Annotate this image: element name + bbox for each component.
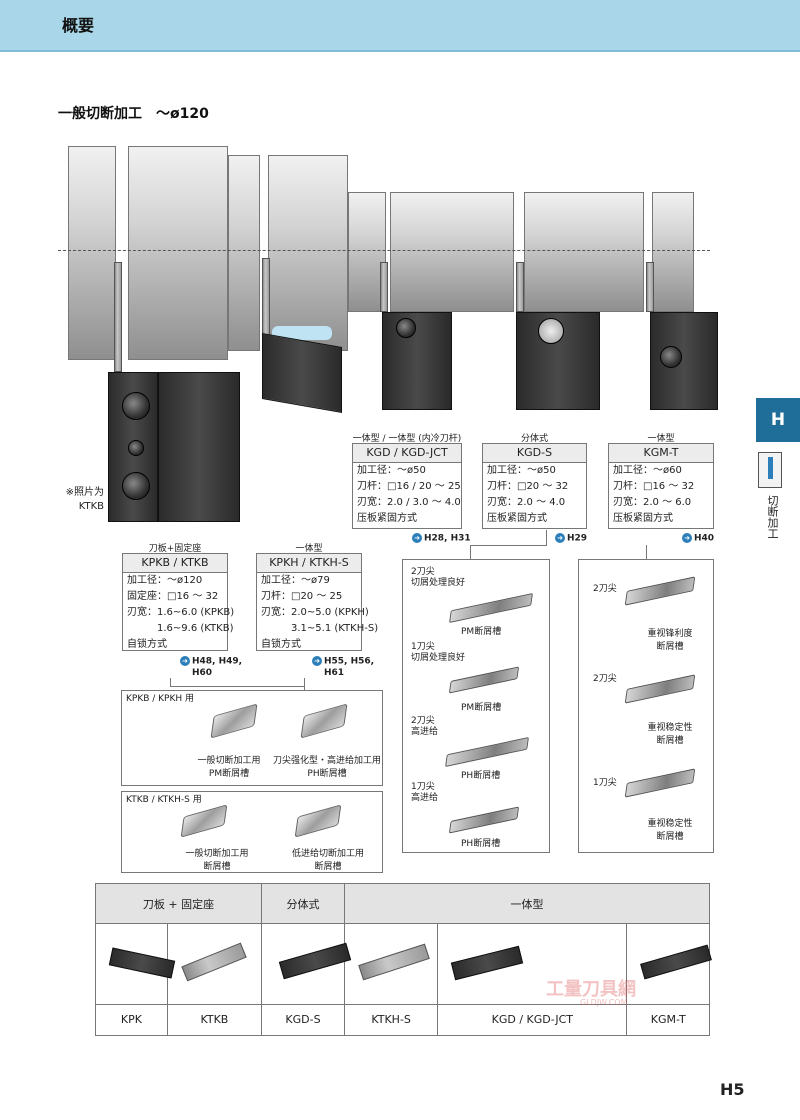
arrow-icon: ➜	[682, 533, 692, 543]
kgmt-type-label: 一体型	[647, 434, 675, 444]
kgd-type-label: 一体型 / 一体型 (内冷刀杆)	[352, 434, 462, 444]
kgmt-spec-box: KGM-T 加工径：～ø60 刀杆：□16 ～ 32 刃宽：2.0 ～ 6.0 …	[608, 443, 714, 529]
tool-name: KTKB	[166, 1004, 262, 1036]
kpkb-title: KPKB / KTKB	[123, 554, 227, 573]
kgmt-title: KGM-T	[609, 444, 713, 463]
insert-image	[448, 806, 520, 834]
kgd-title: KGD / KGD-JCT	[353, 444, 461, 463]
insert-image	[624, 674, 696, 704]
table-header: 分体式	[260, 883, 346, 924]
tool-image-kgds	[262, 924, 352, 1004]
watermark-url: GLDJW.COM	[580, 998, 628, 1007]
cut-off-icon	[758, 452, 782, 488]
arrow-icon: ➜	[312, 656, 322, 666]
arrow-icon: ➜	[555, 533, 565, 543]
arrow-icon: ➜	[180, 656, 190, 666]
kgds-title: KGD-S	[483, 444, 586, 463]
kpkh-type-label: 一体型	[295, 544, 323, 554]
tool-name: KGD-S	[260, 1004, 346, 1036]
kgds-spec-box: KGD-S 加工径：～ø50 刀杆：□20 ～ 32 刃宽：2.0 ～ 4.0 …	[482, 443, 587, 529]
kgd-page-ref[interactable]: ➜H28, H31	[412, 533, 471, 545]
kpkb-page-ref[interactable]: ➜H48, H49, H60	[180, 656, 242, 679]
tool-name: KPK	[95, 1004, 168, 1036]
section-tab-h[interactable]: H	[756, 398, 800, 442]
tool-name: KTKH-S	[344, 1004, 439, 1036]
page-number: H5	[720, 1080, 745, 1099]
tool-type-table: 刀板 + 固定座 分体式 一体型 KPK KTKB KGD-S KTKH-S K…	[95, 883, 713, 1036]
kpkb-type-label: 刀板+固定座	[148, 544, 202, 554]
kpkh-title: KPKH / KTKH-S	[257, 554, 361, 573]
kgds-page-ref[interactable]: ➜H29	[555, 533, 587, 545]
insert-image	[210, 703, 258, 739]
tool-image-kgmt	[627, 924, 713, 1004]
page-title: 概要	[62, 16, 95, 35]
kgmt-page-ref[interactable]: ➜H40	[682, 533, 714, 545]
ktkb-insert-panel: KTKB / KTKH-S 用 一般切断加工用 断屑槽 低进给切断加工用 断屑槽	[121, 791, 383, 873]
insert-image	[624, 768, 696, 798]
section-title: 一般切断加工 ～ø120	[58, 106, 209, 122]
insert-image	[180, 804, 228, 838]
photo-note: ※照片为 KTKB	[65, 487, 104, 512]
insert-image	[624, 576, 696, 606]
table-header: 一体型	[344, 883, 710, 924]
tool-image-ktkhs	[345, 924, 437, 1004]
arrow-icon: ➜	[412, 533, 422, 543]
watermark-logo: 工量刀具網	[546, 979, 636, 1000]
kgd-spec-box: KGD / KGD-JCT 加工径：～ø50 刀杆：□16 / 20 ～ 25 …	[352, 443, 462, 529]
kpkb-insert-panel: KPKB / KPKH 用 一般切断加工用 PM断屑槽 刀尖强化型・高进给加工用…	[121, 690, 383, 786]
insert-image	[445, 736, 529, 768]
table-header: 刀板 + 固定座	[95, 883, 262, 924]
tool-image-ktkb	[168, 924, 261, 1004]
kgm-insert-panel: 2刀尖 重视锋利度断屑槽 2刀尖 重视稳定性断屑槽 1刀尖 重视稳定性断屑槽	[578, 559, 714, 853]
side-label: 切断加工	[766, 495, 779, 539]
kpkh-page-ref[interactable]: ➜H55, H56, H61	[312, 656, 374, 679]
tool-image-kpk	[96, 924, 176, 1004]
kgds-type-label: 分体式	[520, 434, 548, 444]
kgd-insert-panel: 2刀尖切屑处理良好 PM断屑槽 1刀尖切屑处理良好 PM断屑槽 2刀尖高进给 P…	[402, 559, 550, 853]
tool-name: KGD / KGD-JCT	[437, 1004, 628, 1036]
header-bar	[0, 0, 800, 52]
kpkb-spec-box: KPKB / KTKB 加工径：～ø120 固定座：□16 ～ 32 刃宽：1.…	[122, 553, 234, 651]
insert-image	[448, 666, 520, 694]
kpkh-spec-box: KPKH / KTKH-S 加工径：～ø79 刀杆：□20 ～ 25 刃宽：2.…	[256, 553, 378, 651]
tool-name: KGM-T	[626, 1004, 710, 1036]
insert-image	[449, 592, 533, 624]
insert-image	[300, 703, 348, 739]
insert-image	[294, 804, 342, 838]
